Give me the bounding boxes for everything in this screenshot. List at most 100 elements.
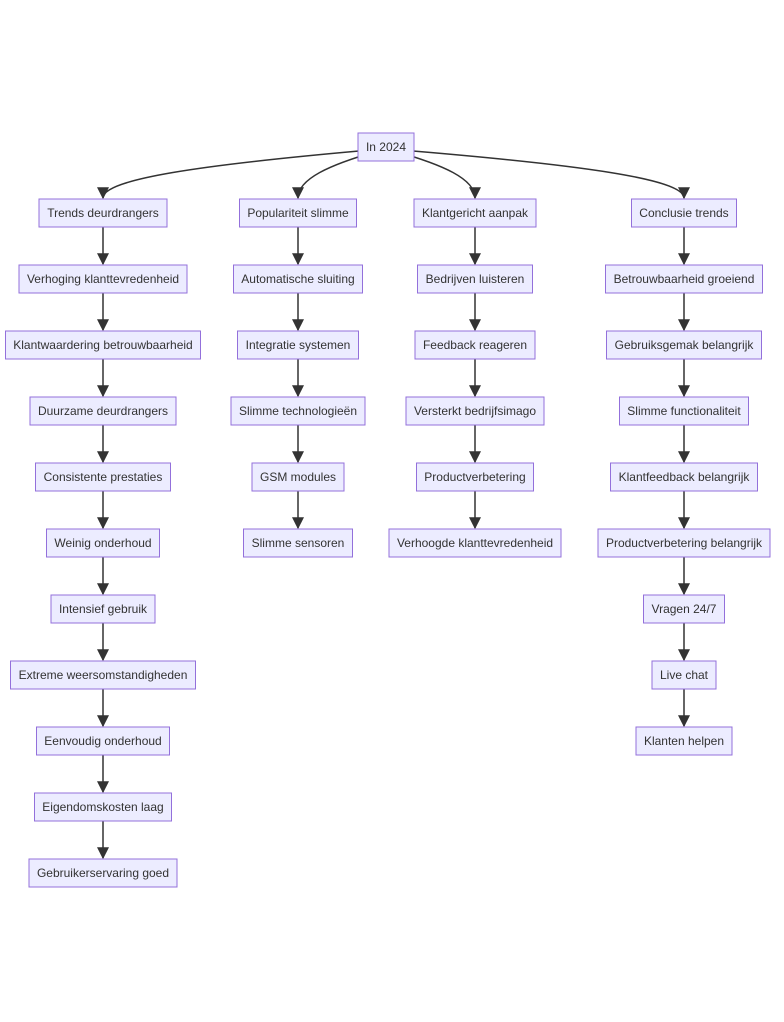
node-label: Vragen 24/7	[652, 602, 717, 616]
node-box	[230, 396, 366, 426]
node-box	[388, 528, 562, 558]
node-trends-4: Consistente prestaties	[35, 462, 171, 492]
node-conclusie-2: Gebruiksgemak belangrijk	[606, 330, 762, 360]
node-box	[18, 264, 188, 294]
node-conclusie-5: Productverbetering belangrijk	[597, 528, 771, 558]
node-label: Trends deurdrangers	[47, 206, 159, 220]
node-slimme-5: Slimme sensoren	[243, 528, 353, 558]
node-conclusie-6: Vragen 24/7	[643, 594, 725, 624]
node-box	[417, 264, 533, 294]
node-klant-3: Versterkt bedrijfsimago	[405, 396, 545, 426]
node-box	[413, 198, 537, 228]
node-label: Eenvoudig onderhoud	[44, 734, 161, 748]
node-label: Slimme functionaliteit	[627, 404, 741, 418]
node-conclusie-3: Slimme functionaliteit	[619, 396, 749, 426]
node-klant-2: Feedback reageren	[414, 330, 536, 360]
node-box	[416, 462, 534, 492]
node-box	[414, 330, 536, 360]
node-label: Automatische sluiting	[241, 272, 354, 286]
node-label: Productverbetering belangrijk	[606, 536, 763, 550]
node-trends-10: Gebruikerservaring goed	[28, 858, 178, 888]
node-label: Feedback reageren	[423, 338, 527, 352]
node-conclusie-4: Klantfeedback belangrijk	[610, 462, 758, 492]
node-klant-4: Productverbetering	[416, 462, 534, 492]
node-slimme-1: Automatische sluiting	[233, 264, 363, 294]
edges-layer	[97, 150, 690, 860]
node-box	[233, 264, 363, 294]
node-box	[405, 396, 545, 426]
node-label: Verhoging klanttevredenheid	[27, 272, 179, 286]
node-box	[251, 462, 345, 492]
node-label: Weinig onderhoud	[54, 536, 151, 550]
node-label: Gebruiksgemak belangrijk	[615, 338, 755, 352]
node-box	[619, 396, 749, 426]
node-label: Productverbetering	[424, 470, 525, 484]
node-box	[597, 528, 771, 558]
node-box	[239, 198, 357, 228]
node-box	[631, 198, 737, 228]
node-trends-8: Eenvoudig onderhoud	[36, 726, 170, 756]
node-trends-0: Trends deurdrangers	[38, 198, 168, 228]
node-label: Consistente prestaties	[44, 470, 163, 484]
node-label: Bedrijven luisteren	[426, 272, 525, 286]
node-slimme-2: Integratie systemen	[237, 330, 359, 360]
node-box	[36, 726, 170, 756]
node-box	[29, 396, 177, 426]
node-box	[237, 330, 359, 360]
node-box	[35, 462, 171, 492]
node-label: Klantwaardering betrouwbaarheid	[13, 338, 192, 352]
node-klant-1: Bedrijven luisteren	[417, 264, 533, 294]
node-root: In 2024	[357, 132, 415, 162]
node-label: Verhoogde klanttevredenheid	[397, 536, 553, 550]
edge-root-conclusie	[412, 150, 690, 200]
node-box	[5, 330, 201, 360]
node-box	[651, 660, 717, 690]
node-label: Conclusie trends	[639, 206, 728, 220]
node-box	[50, 594, 156, 624]
node-box	[606, 330, 762, 360]
node-box	[635, 726, 733, 756]
node-box	[38, 198, 168, 228]
node-label: Slimme technologieën	[239, 404, 357, 418]
edge-root-trends	[97, 150, 360, 200]
node-label: GSM modules	[260, 470, 336, 484]
node-label: Eigendomskosten laag	[42, 800, 163, 814]
node-label: Duurzame deurdrangers	[38, 404, 168, 418]
node-trends-9: Eigendomskosten laag	[34, 792, 172, 822]
node-box	[28, 858, 178, 888]
node-label: Populariteit slimme	[247, 206, 349, 220]
node-slimme-4: GSM modules	[251, 462, 345, 492]
node-box	[243, 528, 353, 558]
node-trends-7: Extreme weersomstandigheden	[10, 660, 196, 690]
node-box	[34, 792, 172, 822]
node-label: Intensief gebruik	[59, 602, 148, 616]
node-trends-1: Verhoging klanttevredenheid	[18, 264, 188, 294]
node-slimme-0: Populariteit slimme	[239, 198, 357, 228]
node-box	[605, 264, 763, 294]
node-klant-5: Verhoogde klanttevredenheid	[388, 528, 562, 558]
node-klant-0: Klantgericht aanpak	[413, 198, 537, 228]
node-label: Gebruikerservaring goed	[37, 866, 169, 880]
node-label: Slimme sensoren	[252, 536, 345, 550]
node-box	[46, 528, 160, 558]
node-label: Versterkt bedrijfsimago	[414, 404, 536, 418]
node-conclusie-7: Live chat	[651, 660, 717, 690]
node-label: Live chat	[660, 668, 709, 682]
node-conclusie-1: Betrouwbaarheid groeiend	[605, 264, 763, 294]
node-slimme-3: Slimme technologieën	[230, 396, 366, 426]
node-label: Betrouwbaarheid groeiend	[614, 272, 755, 286]
node-label: Klantgericht aanpak	[422, 206, 529, 220]
node-box	[357, 132, 415, 162]
node-label: In 2024	[366, 140, 406, 154]
node-label: Integratie systemen	[246, 338, 351, 352]
node-box	[643, 594, 725, 624]
node-conclusie-8: Klanten helpen	[635, 726, 733, 756]
node-trends-5: Weinig onderhoud	[46, 528, 160, 558]
node-label: Klantfeedback belangrijk	[619, 470, 751, 484]
node-box	[610, 462, 758, 492]
node-label: Extreme weersomstandigheden	[19, 668, 188, 682]
node-conclusie-0: Conclusie trends	[631, 198, 737, 228]
node-trends-2: Klantwaardering betrouwbaarheid	[5, 330, 201, 360]
